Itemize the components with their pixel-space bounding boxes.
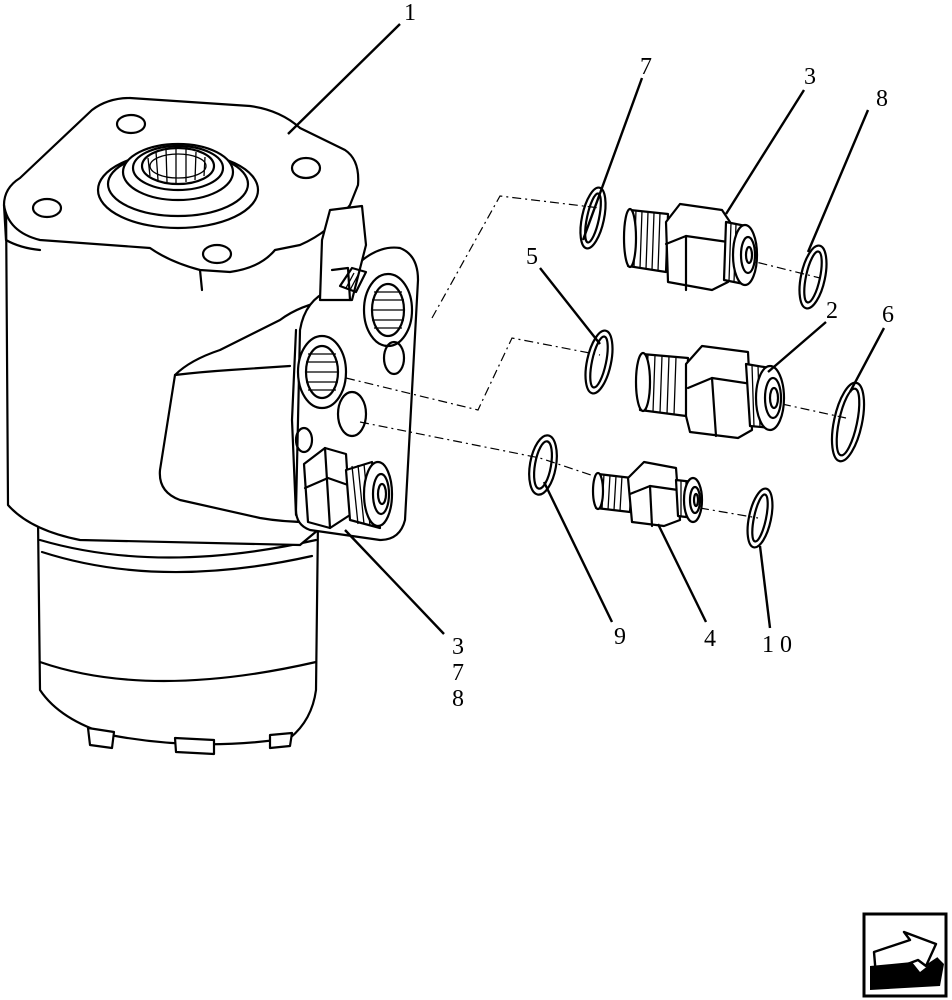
callout-7: 7 (640, 54, 652, 80)
fitting-3 (622, 202, 759, 292)
callout-stack-7: 7 (452, 660, 464, 686)
center-lines (345, 195, 847, 519)
callout-stack-8: 8 (452, 686, 464, 712)
callout-8: 8 (876, 86, 888, 112)
callout-9: 9 (614, 624, 626, 650)
fitting-2 (634, 344, 786, 440)
o-ring-5 (584, 329, 614, 395)
next-page-arrow-icon[interactable] (862, 912, 948, 998)
leader-lines (287, 23, 886, 635)
o-ring-6 (830, 381, 866, 463)
o-ring-7 (579, 186, 607, 250)
callout-6: 6 (882, 302, 894, 328)
fitting-4 (591, 460, 704, 528)
callout-2: 2 (826, 298, 838, 324)
o-ring-8 (798, 244, 828, 310)
callout-10: 1 0 (762, 632, 792, 658)
callout-stack-3: 3 (452, 634, 464, 660)
callout-4: 4 (704, 626, 716, 652)
o-ring-10 (746, 487, 774, 549)
callout-1: 1 (404, 0, 416, 26)
callouts: 1 7 3 8 5 2 6 9 4 1 0 3 7 8 (404, 0, 894, 712)
callout-5: 5 (526, 244, 538, 270)
installed-fitting (302, 446, 394, 530)
o-ring-9 (528, 434, 558, 496)
callout-3: 3 (804, 64, 816, 90)
steering-unit-body (2, 96, 420, 756)
